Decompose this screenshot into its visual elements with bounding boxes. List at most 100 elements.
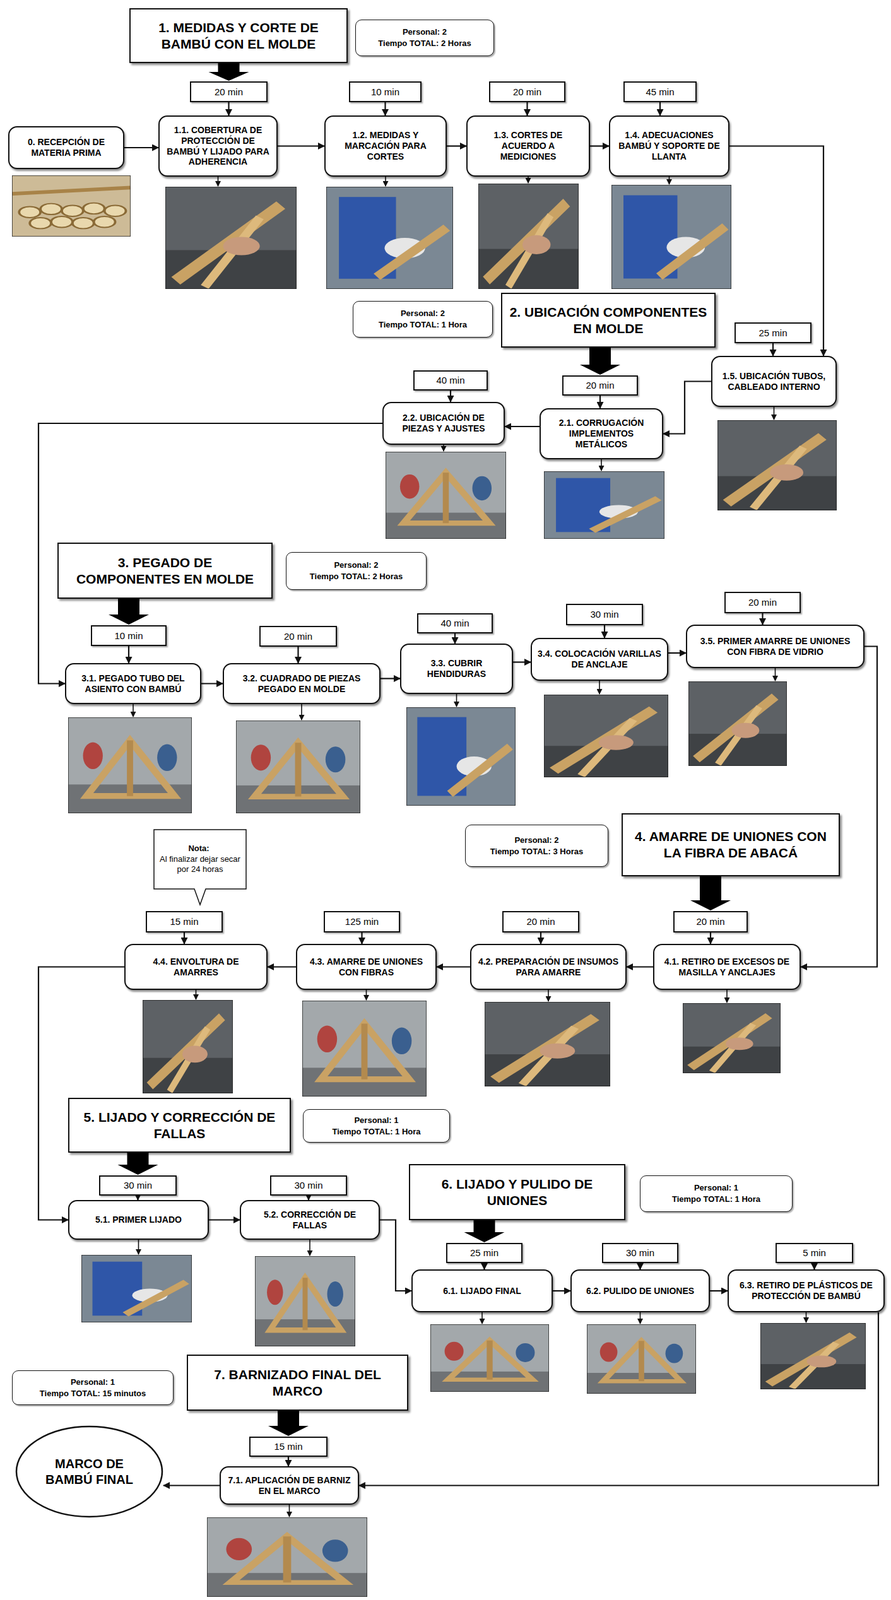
process-box: 4.2. PREPARACIÓN DE INSUMOS PARA AMARRE [470,944,627,991]
process-box: 7.1. APLICACIÓN DE BARNIZ EN EL MARCO [219,1466,360,1505]
flow-arrow [183,932,185,945]
photo [688,681,787,767]
time-label: 15 min [273,1441,303,1453]
block-arrow [108,598,149,625]
flow-arrow [709,932,712,945]
time-label: 5 min [802,1247,827,1259]
flow-arrow [454,633,456,644]
flow-arrow [307,1195,310,1201]
step-label: 2.1. CORRUGACIÓN IMPLEMENTOS METÁLICOS [545,417,657,450]
time-label: 20 min [585,379,614,392]
header-text: 2. UBICACIÓN COMPONENTES EN MOLDE [508,304,709,337]
step-label: 0. RECEPCIÓN DE MATERIA PRIMA [14,136,119,159]
header-text: 5. LIJADO Y CORRECCIÓN DE FALLAS [75,1109,284,1142]
staff-text: Personal: 1 [354,1115,399,1127]
time-box: 30 min [566,603,644,626]
flow-arrow [813,1263,815,1270]
header-text: 4. AMARRE DE UNIONES CON LA FIBRA DE ABA… [629,828,833,861]
photo [484,1002,611,1087]
flow-arrow [552,1290,571,1292]
process-box: 5.1. PRIMER LIJADO [68,1200,209,1240]
flow-arrow [663,381,712,435]
process-box: 6.3. RETIRO DE PLÁSTICOS DE PROTECCIÓN D… [727,1269,885,1313]
block-arrow [464,1220,505,1243]
process-box: 0. RECEPCIÓN DE MATERIA PRIMA [8,126,125,170]
time-box: 20 min [724,591,801,614]
photo-leader [384,176,387,187]
time-label: 20 min [526,916,555,928]
flow-arrow [136,1195,139,1201]
time-box: 20 min [673,911,748,933]
time-box: 30 min [99,1175,177,1196]
photo [760,1323,866,1390]
flow-arrow [380,677,401,679]
end-label: MARCO DE BAMBÚ FINAL [37,1456,141,1488]
step-label: 5.1. PRIMER LIJADO [95,1214,182,1226]
time-box: 20 min [562,375,638,396]
time-label: 30 min [123,1180,153,1192]
staff-time-box: Personal: 1Tiempo TOTAL: 1 Hora [302,1109,450,1143]
flow-arrow [379,1220,412,1292]
staff-text: Tiempo TOTAL: 1 Hora [331,1126,421,1138]
process-box: 3.3. CUBRIR HENDIDURAS [400,643,514,695]
staff-time-box: Personal: 2Tiempo TOTAL: 1 Hora [352,300,493,338]
staff-text: Tiempo TOTAL: 15 minutos [39,1388,146,1400]
step-label: 1.3. CORTES DE ACUERDO A MEDICIONES [472,129,584,162]
flow-arrow [729,146,824,357]
staff-text: Tiempo TOTAL: 1 Hora [378,319,467,331]
flow-arrow [384,102,386,116]
photo [254,1256,356,1347]
staff-time-box: Personal: 2Tiempo TOTAL: 3 Horas [465,824,609,868]
time-box: 25 min [734,322,812,344]
process-box: 6.1. LIJADO FINAL [411,1269,553,1313]
time-label: 20 min [748,596,777,609]
time-label: 40 min [436,374,465,387]
process-box: 1.5. UBICACIÓN TUBOS, CABLEADO INTERNO [711,355,837,408]
process-box: 1.4. ADECUACIONES BAMBÚ Y SOPORTE DE LLA… [608,115,730,177]
process-box: 3.5. PRIMER AMARRE DE UNIONES CON FIBRA … [685,624,865,669]
process-box: 6.2. PULIDO DE UNIONES [570,1269,710,1313]
staff-text: Tiempo TOTAL: 1 Hora [672,1193,761,1206]
process-box: 2.1. CORRUGACIÓN IMPLEMENTOS METÁLICOS [539,408,664,460]
staff-time-box: Personal: 1Tiempo TOTAL: 15 minutos [11,1370,174,1406]
time-label: 30 min [294,1180,323,1192]
flow-arrow [709,1290,728,1292]
step-label: 1.5. UBICACIÓN TUBOS, CABLEADO INTERNO [717,371,831,393]
time-box: 45 min [623,81,697,103]
step-label: 3.3. CUBRIR HENDIDURAS [406,658,507,680]
process-box: 1.1. COBERTURA DE PROTECCIÓN DE BAMBÚ Y … [158,115,278,177]
time-box: 10 min [348,81,422,103]
time-box: 40 min [413,370,488,391]
photo [682,1003,781,1074]
photo [611,184,732,290]
staff-text: Tiempo TOTAL: 2 Horas [309,571,403,583]
photo [406,707,516,806]
time-label: 45 min [645,86,674,98]
callout-shape [153,829,247,905]
flow-arrow [800,646,878,968]
time-label: 25 min [758,327,787,339]
time-label: 20 min [513,86,542,98]
step-label: 4.2. PREPARACIÓN DE INSUMOS PARA AMARRE [476,956,621,979]
staff-text: Personal: 2 [400,307,445,320]
photo-leader [442,444,445,452]
staff-time-box: Personal: 1Tiempo TOTAL: 1 Hora [639,1175,793,1213]
photo [717,420,837,511]
block-arrow [690,876,731,911]
flow-arrow [626,966,654,968]
staff-text: Personal: 2 [514,834,559,847]
time-box: 125 min [323,911,401,933]
step-label: 3.4. COLOCACIÓN VARILLAS DE ANCLAJE [536,648,662,671]
time-box: 15 min [145,911,223,933]
step-label: 3.2. CUADRADO DE PIEZAS PEGADO EN MOLDE [229,673,375,695]
staff-time-box: Personal: 2Tiempo TOTAL: 2 Horas [285,552,427,591]
process-box: 3.4. COLOCACIÓN VARILLAS DE ANCLAJE [530,637,669,681]
photo-leader [774,668,777,681]
step-label: 6.3. RETIRO DE PLÁSTICOS DE PROTECCIÓN D… [733,1280,879,1302]
flow-arrow [599,395,601,409]
photo-leader [668,176,671,185]
time-label: 125 min [345,916,379,928]
flow-arrow [208,1219,240,1221]
flow-arrow [772,343,774,356]
time-box: 30 min [270,1175,348,1196]
